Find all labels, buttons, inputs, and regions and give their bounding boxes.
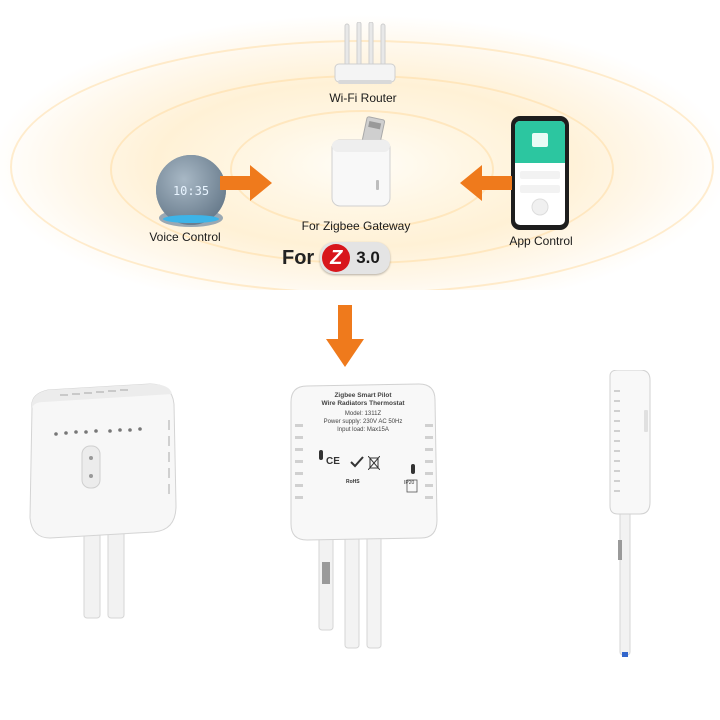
smartphone-icon bbox=[510, 115, 570, 231]
zigbee-gateway-icon bbox=[318, 112, 400, 212]
badge-prefix: For bbox=[282, 246, 315, 269]
zigbee-logo-icon: Z bbox=[322, 244, 351, 272]
check-mark-icon bbox=[350, 456, 364, 468]
gateway-label: For Zigbee Gateway bbox=[301, 219, 411, 233]
arrow-down-icon bbox=[326, 305, 364, 367]
device-power: Power supply: 230V AC 50Hz bbox=[323, 419, 403, 425]
router-label: Wi-Fi Router bbox=[329, 91, 397, 105]
device-title-line2: Wire Radiators Thermostat bbox=[321, 400, 405, 407]
app-control-label: App Control bbox=[509, 234, 573, 248]
smart-speaker-icon bbox=[150, 148, 232, 230]
wifi-router-icon bbox=[330, 22, 400, 88]
thermostat-side-view bbox=[600, 370, 660, 660]
device-title-line1: Zigbee Smart Pilot bbox=[334, 392, 392, 399]
zigbee-3-badge: For Z 3.0 bbox=[282, 242, 390, 274]
badge-version: 3.0 bbox=[356, 248, 380, 267]
weee-bin-icon bbox=[368, 456, 380, 470]
device-model: Model: 1311Z bbox=[344, 411, 382, 417]
ip-rating: IP20 bbox=[404, 480, 415, 486]
glow-ring-outer bbox=[10, 40, 714, 290]
ce-mark: CE bbox=[326, 456, 340, 467]
badge-pill: Z 3.0 bbox=[320, 242, 390, 274]
arrow-right-icon bbox=[220, 165, 272, 201]
thermostat-front-view bbox=[20, 380, 180, 620]
arrow-left-icon bbox=[460, 165, 512, 201]
thermostat-back-view bbox=[283, 380, 443, 650]
device-load: Input load: Max15A bbox=[337, 427, 389, 433]
voice-control-label: Voice Control bbox=[149, 230, 221, 244]
glow-ring-inner bbox=[230, 110, 494, 229]
connectivity-diagram: Wi-Fi Router For Zigbee Gateway 10:35 Vo… bbox=[0, 0, 720, 290]
speaker-clock: 10:35 bbox=[172, 184, 210, 198]
rohs-mark: RoHS bbox=[346, 479, 360, 485]
